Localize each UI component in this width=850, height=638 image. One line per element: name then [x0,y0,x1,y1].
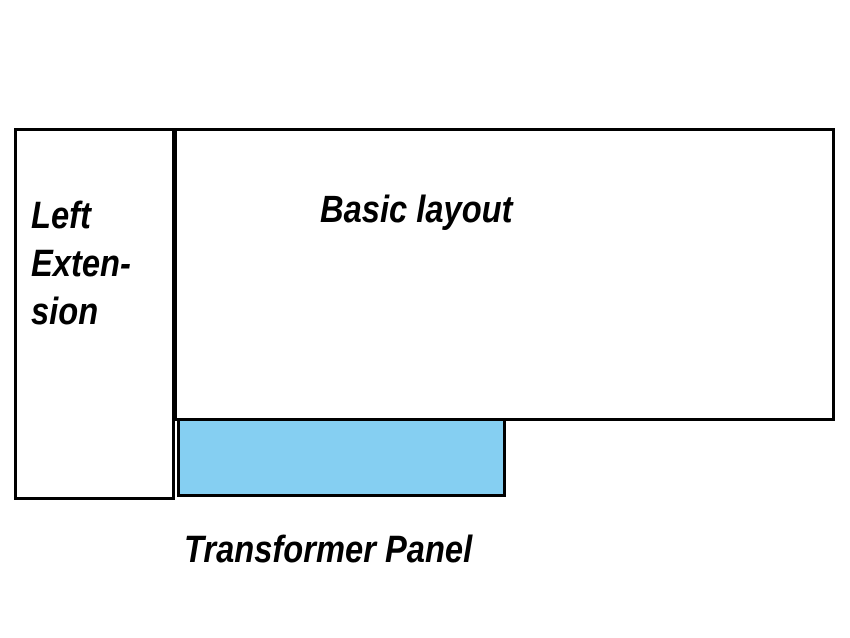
left-extension-label: Left Exten- sion [31,192,131,336]
basic-layout-label: Basic layout [320,189,513,231]
transformer-panel-box [177,418,506,497]
left-extension-label-line1: Left [31,195,91,237]
left-extension-box [14,128,175,500]
basic-layout-box [174,128,835,421]
left-extension-label-line2: Exten- [31,243,131,285]
left-extension-label-line3: sion [31,291,99,333]
transformer-panel-label: Transformer Panel [184,529,473,571]
